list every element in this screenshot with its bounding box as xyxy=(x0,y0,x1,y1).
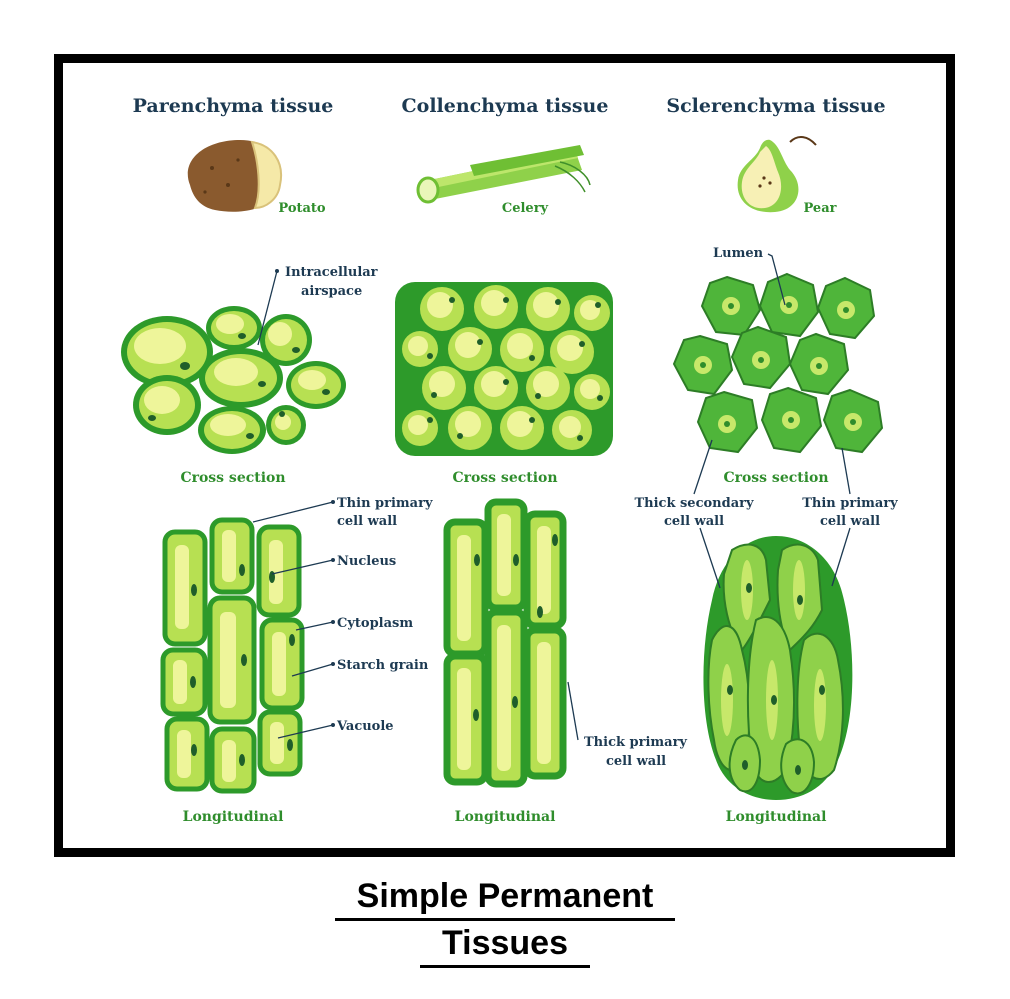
label-sclerenchyma-longitudinal: Longitudinal xyxy=(726,809,827,825)
pointer-dot xyxy=(275,269,279,273)
pointer-thin-primary-scl xyxy=(831,527,851,587)
label-collenchyma-longitudinal: Longitudinal xyxy=(455,809,556,825)
label-parenchyma-longitudinal: Longitudinal xyxy=(183,809,284,825)
label-celery: Celery xyxy=(502,201,549,216)
heading-collenchyma: Collenchyma tissue xyxy=(402,95,609,117)
label-starch-grain: Starch grain xyxy=(337,658,429,673)
label-cytoplasm: Cytoplasm xyxy=(337,616,413,631)
parenchyma-cross-section xyxy=(121,306,346,454)
label-airspace: airspace xyxy=(301,284,362,299)
pointer-dot xyxy=(331,500,335,504)
pointer-lumen xyxy=(767,253,786,306)
label-thin-primary-scl-2: cell wall xyxy=(820,514,880,529)
cell xyxy=(206,306,262,350)
label-thin-primary-2: cell wall xyxy=(337,514,397,529)
heading-sclerenchyma: Sclerenchyma tissue xyxy=(666,95,885,117)
label-parenchyma-cross: Cross section xyxy=(180,470,285,486)
pointer-cytoplasm xyxy=(295,621,334,631)
label-vacuole: Vacuole xyxy=(336,719,394,734)
label-lumen: Lumen xyxy=(713,246,764,261)
pear-illustration xyxy=(737,136,817,213)
label-potato: Potato xyxy=(278,201,326,216)
label-nucleus: Nucleus xyxy=(337,554,396,569)
label-thin-primary-1: Thin primary xyxy=(337,496,433,511)
pointer-starch-grain xyxy=(291,663,334,677)
label-collenchyma-cross: Cross section xyxy=(452,470,557,486)
cell xyxy=(133,375,201,435)
cell xyxy=(260,314,312,366)
label-pear: Pear xyxy=(804,201,837,216)
caption-line-2: Tissues xyxy=(419,921,590,968)
sclerenchyma-cross-section xyxy=(672,272,884,454)
figure-caption: Simple Permanent Tissues xyxy=(300,874,710,968)
pointer-dot xyxy=(331,558,335,562)
label-thick-secondary-1: Thick secondary xyxy=(634,496,754,511)
cell xyxy=(286,361,346,409)
collenchyma-cross-section xyxy=(395,282,613,456)
celery-illustration xyxy=(416,145,591,204)
sclerenchyma-longitudinal xyxy=(703,536,853,800)
pointer-thin-primary-scl-top xyxy=(841,447,851,495)
pointer-dot xyxy=(331,723,335,727)
label-thick-secondary-2: cell wall xyxy=(664,514,724,529)
potato-illustration xyxy=(187,140,283,212)
pointer-dot xyxy=(331,620,335,624)
pointer-vacuole xyxy=(277,724,334,739)
collenchyma-longitudinal xyxy=(443,498,567,788)
label-sclerenchyma-cross: Cross section xyxy=(723,470,828,486)
caption-line-1: Simple Permanent xyxy=(334,874,676,921)
parenchyma-longitudinal xyxy=(160,517,305,794)
pointer-thick-secondary xyxy=(699,527,721,589)
label-thick-primary-2: cell wall xyxy=(606,754,666,769)
pointer-thin-primary xyxy=(252,501,334,523)
heading-parenchyma: Parenchyma tissue xyxy=(133,95,334,117)
pointer-thick-primary xyxy=(567,681,579,741)
label-intracellular: Intracellular xyxy=(285,265,378,280)
pointer-intracellular xyxy=(257,270,278,346)
label-thick-primary-1: Thick primary xyxy=(584,735,687,750)
cell xyxy=(121,316,213,388)
pointer-thick-secondary-top xyxy=(693,439,713,495)
pointer-dot xyxy=(331,662,335,666)
cell xyxy=(199,348,283,408)
cell xyxy=(198,406,266,454)
cell xyxy=(266,405,306,445)
label-thin-primary-scl-1: Thin primary xyxy=(802,496,898,511)
pointer-nucleus xyxy=(271,559,334,575)
